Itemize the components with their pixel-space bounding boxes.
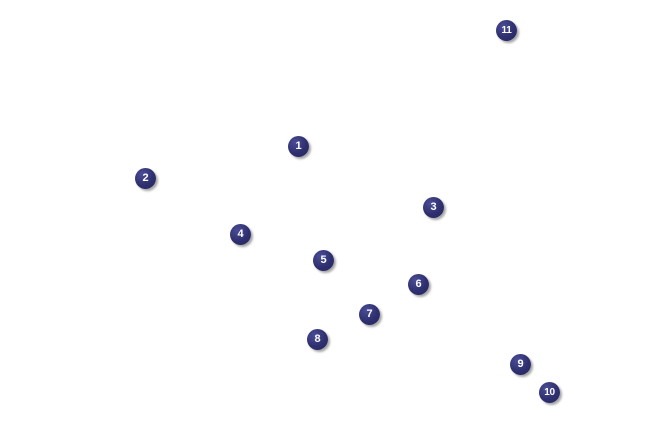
map-marker-3[interactable]: 3 <box>423 197 444 218</box>
map-marker-8[interactable]: 8 <box>307 329 328 350</box>
map-marker-1[interactable]: 1 <box>288 136 309 157</box>
map-marker-7[interactable]: 7 <box>359 304 380 325</box>
map-marker-6[interactable]: 6 <box>408 274 429 295</box>
map-marker-11[interactable]: 11 <box>496 20 517 41</box>
map-marker-5[interactable]: 5 <box>313 250 334 271</box>
map-marker-4[interactable]: 4 <box>230 224 251 245</box>
map-marker-10[interactable]: 10 <box>539 382 560 403</box>
map-marker-9[interactable]: 9 <box>510 354 531 375</box>
map-marker-2[interactable]: 2 <box>135 168 156 189</box>
